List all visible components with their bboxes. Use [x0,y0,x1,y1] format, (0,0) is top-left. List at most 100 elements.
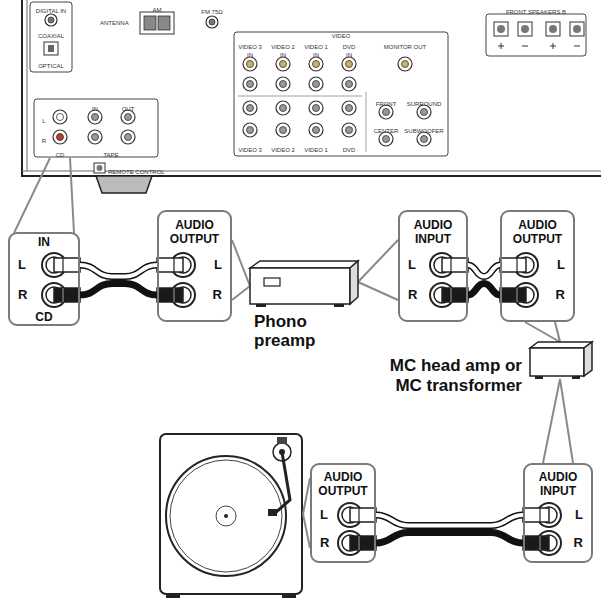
rca-plug [442,288,468,302]
speaker-terminal [497,25,505,33]
label-holder: CD [20,148,100,155]
callout-heading: AUDIO OUTPUT [502,212,573,250]
rca-plug [173,288,174,302]
turntable-label [216,506,236,526]
panel-jack [379,105,393,119]
tonearm-head [268,509,277,516]
panel-jack [53,130,67,144]
panel-jack [342,101,356,115]
turntable-platter [166,456,286,576]
label-holder: DIGITAL IN [11,4,91,11]
optical-port [44,42,58,55]
label-holder: AM [117,3,197,10]
rca-plug [442,258,468,272]
cable-left [376,515,523,526]
callout-box: AUDIO OUTPUTLR [157,210,232,322]
label-holder: R [4,134,84,141]
device-side [584,342,592,376]
label-holder: REMOTE CONTROL [108,165,188,172]
audio-cable [376,515,523,543]
panel-label: SURROUND [407,101,442,107]
label-holder: TAPE [71,148,151,155]
panel-jack-core [383,109,390,116]
label-holder: SUBWOOFER [384,124,464,131]
label-holder: VIDEO [301,29,381,36]
remote-jack [97,165,103,171]
callout-tail [543,379,573,463]
channel-letter: L [502,250,573,280]
label-holder: DVD [309,40,389,47]
panel-jack-core [125,114,132,121]
panel-jack-core [57,134,64,141]
panel-jack-core [346,81,353,88]
panel-jack-core [92,134,99,141]
panel-jack-core [280,127,287,134]
panel-jack-core [421,109,428,116]
remote-jack [94,163,105,173]
panel-label: MONITOR OUT [384,44,427,50]
antenna-terminal [140,12,174,34]
panel-jack [276,77,290,91]
device-node: MC head amp or MC transformer [350,340,595,402]
panel-label: IN [313,52,319,58]
callout-heading: AUDIO OUTPUT [312,465,374,501]
speaker-terminal [518,22,532,36]
rca-plug [516,258,517,272]
rca-plug [157,288,183,302]
callout-tail [232,240,250,300]
panel-label: TAPE [103,152,118,158]
callout-box: AUDIO OUTPUTLR [500,210,575,322]
label-holder: IN [309,48,389,55]
rca-plug [358,508,359,522]
cable-left [468,265,500,277]
video-frame [234,32,448,156]
rca-plug [62,258,63,272]
cable-left [376,515,523,526]
device-top [250,261,358,268]
receiver-panel [22,0,601,176]
panel-jack [53,110,67,124]
panel-label: DIGITAL IN [36,8,66,14]
rca-plug [358,536,359,550]
rca-plug [350,508,376,522]
device-front [530,348,584,376]
panel-jack [88,130,102,144]
channel-letter: L [312,501,374,529]
callout-leader [303,514,310,548]
turntable-body [160,434,302,594]
panel-foot [96,176,152,193]
panel-jack-core [346,61,353,68]
speaker-terminal [546,22,560,36]
panel-jack [121,130,135,144]
device-indicator [264,278,280,286]
panel-label: VIDEO 3 [238,147,262,153]
rca-plug [523,508,549,522]
panel-jack [342,77,356,91]
panel-jack-core [247,127,254,134]
panel-label: ANTENNA [100,20,129,26]
panel-jack [309,77,323,91]
callout-heading: AUDIO OUTPUT [159,212,230,250]
panel-label: OUT [122,106,135,112]
panel-jack [417,132,431,146]
speaker-terminal [549,25,557,33]
rca-plug [500,258,526,272]
label-holder: IN [276,48,356,55]
video-divider [366,92,367,152]
callout-box: AUDIO OUTPUTLR [310,463,376,563]
panel-jack-core [346,127,353,134]
tonearm-weight [277,437,287,444]
speaker-frame [486,14,586,56]
rca-plug [516,288,517,302]
label-holder: MONITOR OUT [365,40,445,47]
callout-tail-line [358,240,398,282]
rca-plug [173,258,174,272]
panel-jack [243,57,257,71]
rca-plug [539,508,540,522]
cable-right [376,533,523,544]
panel-label: VIDEO [330,33,353,39]
panel-label: OPTICAL [38,63,64,69]
label-holder: ANTENNA [100,16,180,23]
panel-jack-core [280,81,287,88]
panel-jack [309,123,323,137]
